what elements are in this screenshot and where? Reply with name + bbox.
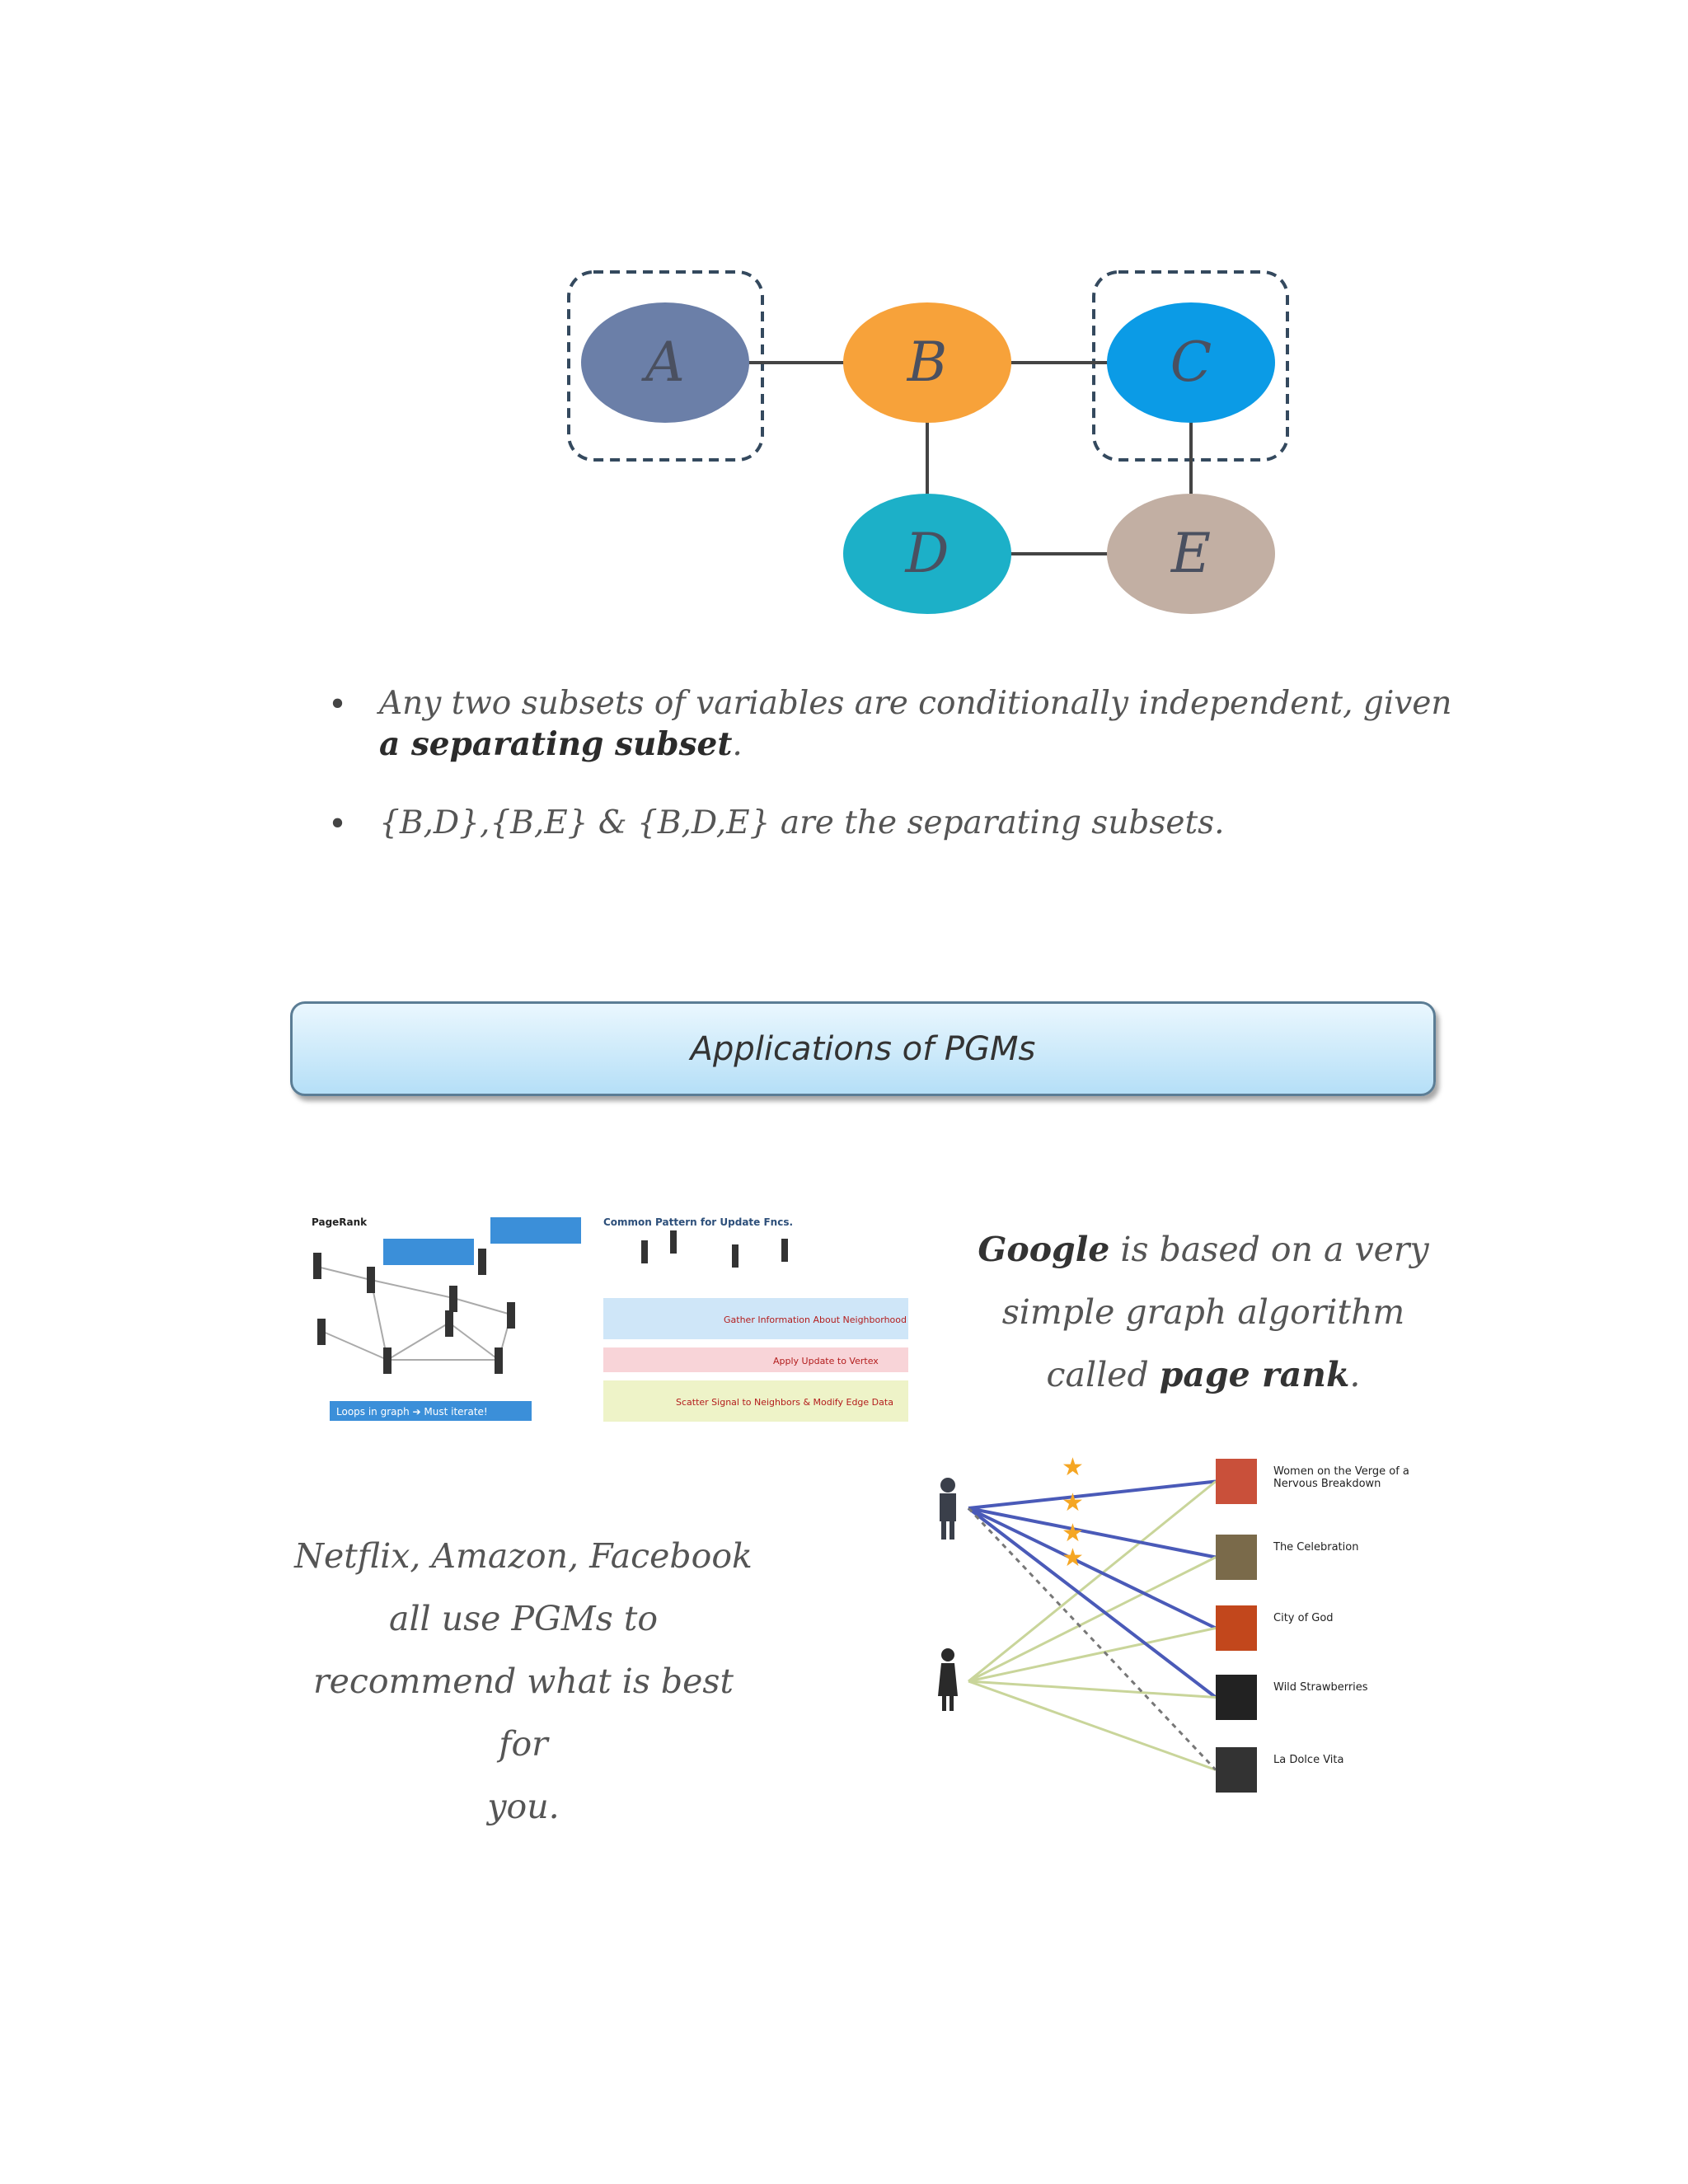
page-rank-bold: page rank [1159,1355,1350,1394]
common-pattern-figure: Common Pattern for Update Fncs. Gather I… [600,1207,913,1430]
pattern-people [641,1230,788,1268]
pattern-gather: Gather Information About Neighborhood [724,1315,907,1325]
applications-banner: Applications of PGMs [290,1001,1436,1096]
netflix-line-4: you. [487,1787,560,1826]
bullet-1-text: Any two subsets of variables are conditi… [379,685,1452,722]
bullet-1-bold: a separating subset [379,724,733,763]
movie-title-1: The Celebration [1273,1541,1359,1554]
pagerank-figure: PageRank Loops in graph ➔ Must iterate! [305,1207,593,1430]
user-person-icon [940,1478,956,1540]
svg-text:★: ★ [1062,1519,1084,1548]
user2-link-4 [968,1680,1217,1771]
google-bold: Google [978,1230,1110,1269]
movie-poster-2 [1216,1605,1257,1651]
google-line-1: is based on a very [1109,1230,1429,1269]
pagerank-callout: Loops in graph ➔ Must iterate! [336,1406,488,1418]
pagerank-people [313,1249,515,1374]
node-A-label: A [640,330,685,394]
movie-poster-1 [1216,1535,1257,1580]
pattern-scatter: Scatter Signal to Neighbors & Modify Edg… [676,1397,893,1408]
netflix-line-2: all use PGMs to [389,1599,658,1638]
user2-link-0 [968,1480,1217,1683]
bullet-dot: • [328,687,348,724]
user2-link-3 [968,1680,1217,1699]
node-B: B [843,302,1011,423]
banner-title: Applications of PGMs [690,1029,1036,1068]
pagerank-bubble-2 [490,1217,581,1244]
movie-poster-0 [1216,1459,1257,1504]
node-C-label: C [1170,330,1212,394]
movie-poster-4 [1216,1747,1257,1793]
node-B-label: B [907,330,948,394]
bullet-2-text: {B,D},{B,E} & {B,D,E} are the separating… [379,804,1225,841]
separator-box-a [567,270,764,462]
user2-link-2 [968,1627,1217,1683]
google-text: Google is based on a very simple graph a… [948,1218,1459,1406]
node-E-label: E [1170,522,1211,585]
user1-link-2 [968,1507,1217,1630]
svg-text:★: ★ [1062,1544,1084,1572]
user1-link-3 [967,1507,1217,1699]
user1-link-0 [968,1479,1217,1510]
movie-title-2: City of God [1273,1612,1334,1624]
movie-title-4: La Dolce Vita [1273,1754,1344,1766]
node-D-ellipse [843,494,1011,614]
bullet-1-end: . [732,725,743,763]
pattern-gather-box [603,1298,908,1339]
pattern-scatter-box [603,1380,908,1422]
movie-title-3: Wild Strawberries [1273,1681,1368,1694]
node-B-ellipse [843,302,1011,423]
node-A: A [581,302,749,423]
pagerank-title: PageRank [312,1216,368,1228]
user2-link-1 [968,1556,1217,1683]
markov-network-diagram: A B C D E [567,270,1289,614]
pattern-apply-box [603,1347,908,1372]
pattern-apply: Apply Update to Vertex [773,1356,879,1366]
movie-poster-3 [1216,1675,1257,1720]
pagerank-callout-box [330,1401,532,1421]
google-line-2: simple graph algorithm [1001,1292,1405,1332]
user1-link-1 [968,1507,1217,1559]
bullet-item-1: • Any two subsets of variables are condi… [321,684,1459,766]
node-D-label: D [905,522,950,585]
node-E: E [1107,494,1275,614]
google-line-end: . [1349,1355,1361,1394]
movie-title-0: Women on the Verge of a Nervous Breakdow… [1273,1465,1409,1490]
pagerank-bubble-1 [383,1239,474,1265]
node-D: D [843,494,1011,614]
google-line-3: called [1046,1355,1160,1394]
netflix-line-1: Netflix, Amazon, Facebook [294,1536,753,1576]
recommendation-figure: ★★★★ Women on the Verge of a Nervous Bre… [938,1453,1409,1793]
svg-text:★: ★ [1062,1453,1084,1482]
bullet-dot: • [328,805,348,843]
node-C: C [1107,302,1275,423]
node-A-ellipse [581,302,749,423]
netflix-text: Netflix, Amazon, Facebook all use PGMs t… [293,1525,754,1838]
bullet-list: • Any two subsets of variables are condi… [321,684,1459,881]
pattern-title: Common Pattern for Update Fncs. [603,1216,793,1228]
svg-text:★: ★ [1062,1488,1084,1517]
user-woman-icon [938,1648,958,1711]
netflix-line-3: recommend what is best for [313,1661,734,1764]
node-E-ellipse [1107,494,1275,614]
node-C-ellipse [1107,302,1275,423]
prediction-link [967,1507,1217,1771]
rating-stars: ★★★★ [1062,1453,1084,1572]
bullet-item-2: • {B,D},{B,E} & {B,D,E} are the separati… [321,804,1459,844]
